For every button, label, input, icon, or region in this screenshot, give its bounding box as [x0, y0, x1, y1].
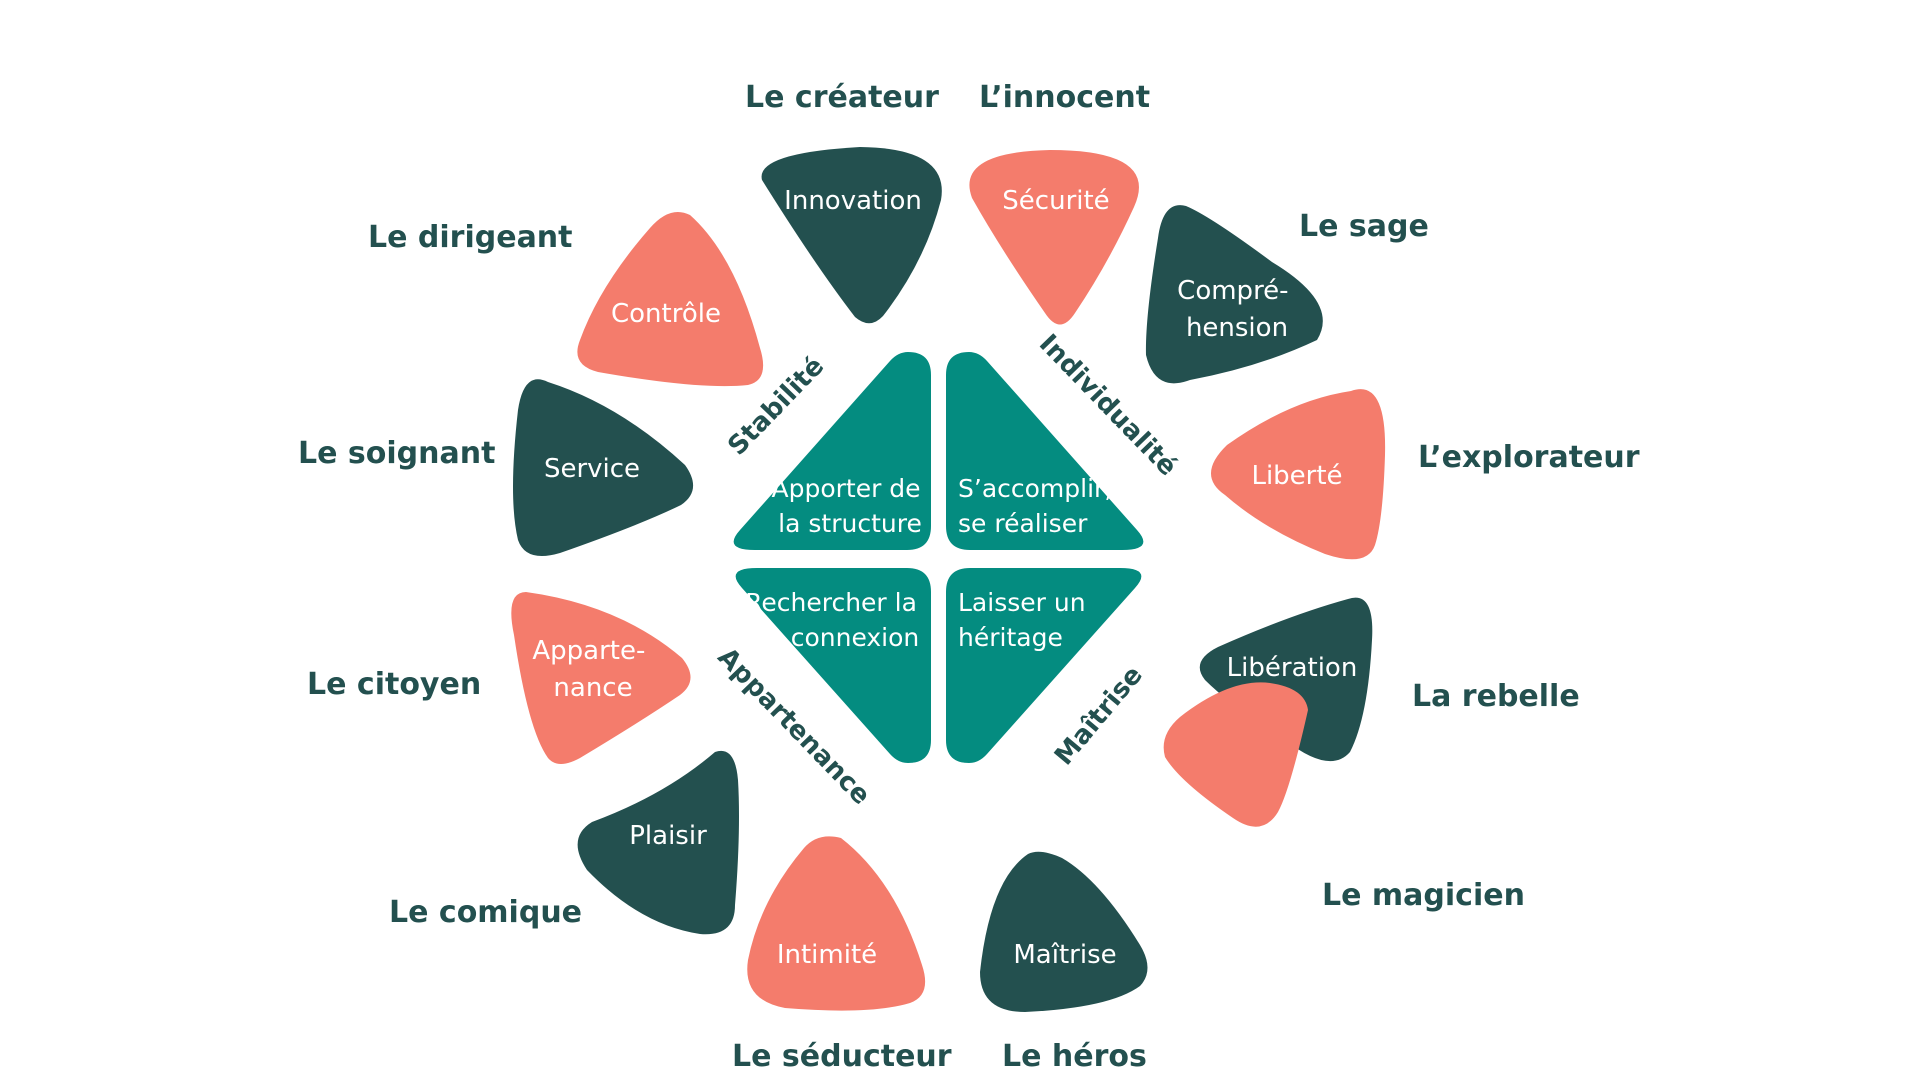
petal-text-line: Sécurité [1002, 186, 1109, 216]
petal-shape [1210, 389, 1386, 560]
petal-magicien: Pouvoir [1163, 682, 1308, 850]
petal-shape [761, 147, 942, 324]
svg-text:Innovation: Innovation [784, 186, 922, 216]
svg-text:Apparte- nance: Apparte- nance [532, 636, 653, 703]
petal-text-line: Liberté [1251, 461, 1342, 491]
petal-text-line: Plaisir [629, 821, 707, 851]
svg-text:Compré- hension: Compré- hension [1177, 276, 1297, 343]
quadrant-text-line: S’accomplir, [958, 474, 1112, 503]
quadrant-shape [946, 568, 1142, 763]
petal-createur: Innovation [761, 147, 942, 324]
archetype-name-magicien: Le magicien [1322, 878, 1525, 913]
petal-heros: Maîtrise [980, 851, 1148, 1012]
quadrant-shape [735, 568, 931, 763]
archetype-names: L’innocent Le sage L’explorateur La rebe… [298, 80, 1640, 1074]
archetype-name-createur: Le créateur [745, 80, 939, 115]
archetype-name-explorateur: L’explorateur [1418, 440, 1640, 475]
petal-text-line: Libération [1227, 653, 1358, 683]
archetype-name-heros: Le héros [1002, 1039, 1147, 1074]
svg-text:Intimité: Intimité [777, 940, 877, 970]
archetype-name-seducteur: Le séducteur [732, 1039, 952, 1074]
quadrant-text-line: Rechercher la [745, 588, 917, 617]
petal-shape [513, 379, 694, 557]
quadrant-text-line: se réaliser [958, 509, 1088, 538]
axis-label-maitrise: Maîtrise [1049, 660, 1149, 771]
petal-shape [511, 592, 691, 764]
petal-shape [747, 836, 926, 1011]
petal-shape [980, 851, 1148, 1012]
quadrant-bottom-left: Rechercher la connexion Appartenance [712, 568, 931, 811]
archetype-name-sage: Le sage [1299, 209, 1429, 244]
petal-rebelle: Libération [1199, 597, 1373, 762]
svg-text:Plaisir: Plaisir [629, 821, 707, 851]
svg-text:Sécurité: Sécurité [1002, 186, 1109, 216]
petal-shape [969, 150, 1139, 325]
center-quadrants: Apporter de la structure Stabilité S’acc… [712, 329, 1183, 811]
petal-text-line: nance [553, 673, 632, 703]
petal-seducteur: Intimité [747, 836, 926, 1011]
petal-innocent: Sécurité [969, 150, 1139, 325]
svg-text:Apporter de la structu: Apporter de la structure [771, 474, 928, 538]
petal-shape [577, 750, 739, 935]
petal-text-line: Contrôle [611, 299, 721, 329]
archetype-name-comique: Le comique [389, 895, 582, 930]
quadrant-text-line: héritage [958, 623, 1063, 652]
quadrant-text-line: connexion [791, 623, 920, 652]
svg-text:Service: Service [544, 454, 640, 484]
petal-soignant: Service [513, 379, 694, 557]
petal-shape [1145, 205, 1323, 384]
quadrant-bottom-right: Laisser un héritage Maîtrise [946, 568, 1149, 771]
petal-shape [1163, 682, 1308, 827]
archetype-name-soignant: Le soignant [298, 436, 495, 471]
petal-text-line: Apparte- [532, 636, 645, 666]
svg-text:S’accomplir, se réalis: S’accomplir, se réaliser [958, 474, 1120, 538]
archetype-name-rebelle: La rebelle [1412, 679, 1580, 714]
petal-shape [577, 211, 764, 387]
petal-text-line: Service [544, 454, 640, 484]
petal-dirigeant: Contrôle [577, 211, 764, 387]
quadrant-shape [733, 352, 931, 550]
archetype-name-innocent: L’innocent [979, 80, 1150, 115]
petal-text-line: Intimité [777, 940, 877, 970]
archetype-petals: Sécurité Compré- hension Liberté Libérat… [511, 147, 1386, 1012]
svg-text:Pouvoir: Pouvoir [1190, 820, 1287, 850]
petal-text-line: Pouvoir [1190, 820, 1287, 850]
archetype-name-citoyen: Le citoyen [307, 667, 481, 702]
petal-shape [1199, 597, 1373, 762]
petal-text-line: Maîtrise [1013, 940, 1116, 970]
petal-text-line: hension [1186, 313, 1288, 343]
quadrant-shape [946, 352, 1144, 550]
svg-text:Liberté: Liberté [1251, 461, 1342, 491]
petal-citoyen: Apparte- nance [511, 592, 691, 764]
archetype-name-dirigeant: Le dirigeant [368, 220, 573, 255]
svg-text:Contrôle: Contrôle [611, 299, 721, 329]
svg-text:Laisser un héritage: Laisser un héritage [958, 588, 1094, 652]
quadrant-text-line: la structure [778, 509, 922, 538]
petal-sage: Compré- hension [1145, 205, 1323, 384]
petal-text-line: Compré- [1177, 276, 1288, 306]
quadrant-top-right: S’accomplir, se réaliser Individualité [946, 329, 1182, 550]
petal-explorateur: Liberté [1210, 389, 1386, 560]
svg-text:Rechercher la connexio: Rechercher la connexion [745, 588, 925, 652]
petal-text-line: Innovation [784, 186, 922, 216]
quadrant-text-line: Apporter de [771, 474, 920, 503]
petal-comique: Plaisir [577, 750, 739, 935]
svg-text:Libération: Libération [1227, 653, 1358, 683]
svg-text:Maîtrise: Maîtrise [1013, 940, 1116, 970]
quadrant-text-line: Laisser un [958, 588, 1086, 617]
